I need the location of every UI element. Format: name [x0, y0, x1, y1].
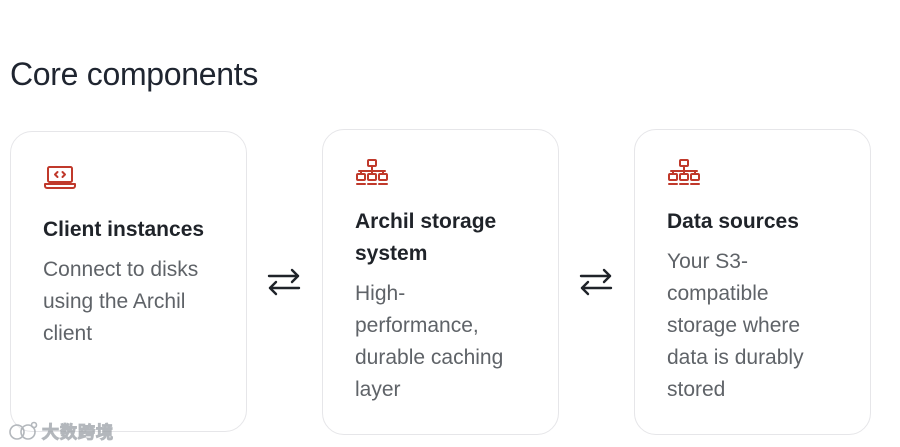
laptop-code-icon	[44, 166, 76, 189]
card-client-instances: Client instances Connect to disks using …	[10, 131, 247, 432]
card-description: Your S3-compatible storage where data is…	[667, 250, 804, 401]
card-archil-storage-system: Archil storage system High-performance, …	[322, 129, 559, 435]
card-description: Connect to disks using the Archil client	[43, 258, 199, 345]
section-title: Core components	[10, 56, 259, 92]
bidirectional-arrows-icon	[267, 268, 301, 296]
card-data-sources: Data sources Your S3-compatible storage …	[634, 129, 871, 435]
network-icon	[668, 159, 700, 185]
watermark: 大数跨境	[8, 418, 114, 444]
network-icon	[356, 159, 388, 185]
watermark-logo-icon	[9, 421, 38, 440]
card-title: Client instances	[43, 218, 205, 241]
watermark-text: 大数跨境	[42, 423, 114, 444]
bidirectional-arrows-icon	[579, 268, 613, 296]
card-description: High-performance, durable caching layer	[355, 282, 504, 401]
card-title: Archil storage system	[355, 210, 497, 265]
card-title: Data sources	[667, 210, 799, 233]
